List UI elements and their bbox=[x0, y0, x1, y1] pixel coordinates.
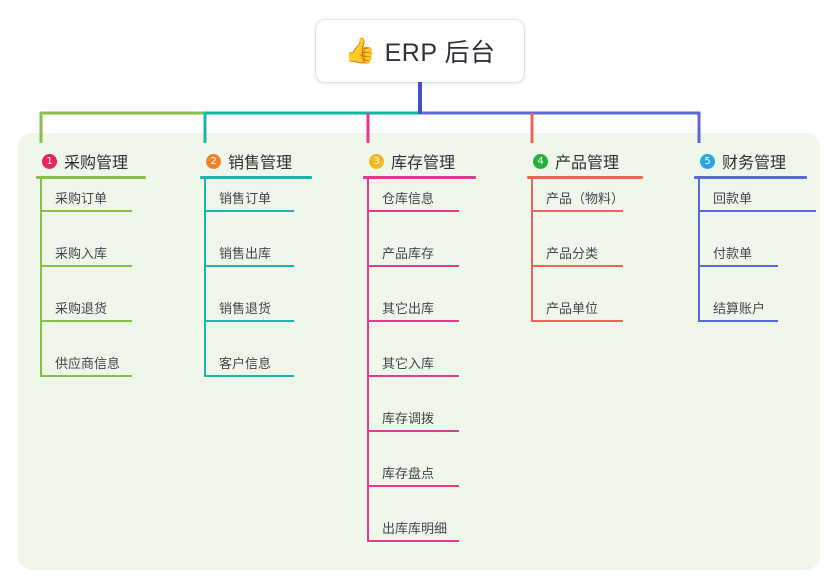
branch-vertical-stem bbox=[531, 179, 533, 322]
branch-title: 销售管理 bbox=[228, 155, 293, 172]
branch-header-rule bbox=[36, 176, 146, 179]
branch-header-5[interactable]: 5 财务管理 bbox=[694, 146, 786, 176]
branch-vertical-stem bbox=[40, 179, 42, 377]
leaf-label[interactable]: 采购入库 bbox=[55, 246, 108, 261]
leaf-rule bbox=[204, 210, 294, 212]
branch-title: 产品管理 bbox=[555, 155, 620, 172]
leaf-label[interactable]: 产品库存 bbox=[382, 246, 435, 261]
branch-title: 财务管理 bbox=[722, 155, 787, 172]
leaf-label[interactable]: 仓库信息 bbox=[382, 191, 435, 206]
leaf-rule bbox=[40, 265, 132, 267]
leaf-rule bbox=[40, 210, 132, 212]
root-title: ERP 后台 bbox=[384, 39, 496, 67]
leaf-label[interactable]: 产品单位 bbox=[546, 301, 599, 316]
leaf-label[interactable]: 销售退货 bbox=[219, 301, 272, 316]
thumbs-up-icon: 👍 bbox=[344, 36, 376, 65]
branch-header-rule bbox=[694, 176, 807, 179]
branch-vertical-stem bbox=[367, 179, 369, 542]
leaf-label[interactable]: 回款单 bbox=[713, 191, 753, 206]
leaf-label[interactable]: 产品分类 bbox=[546, 246, 599, 261]
leaf-label[interactable]: 库存调拨 bbox=[382, 411, 435, 426]
leaf-label[interactable]: 供应商信息 bbox=[55, 356, 121, 371]
leaf-rule bbox=[367, 320, 459, 322]
leaf-label[interactable]: 采购退货 bbox=[55, 301, 108, 316]
leaf-rule bbox=[367, 485, 459, 487]
branch-number-badge: 4 bbox=[533, 153, 548, 169]
branch-column-2: 2 销售管理销售订单销售出库销售退货客户信息 bbox=[200, 146, 312, 377]
branch-column-5: 5 财务管理回款单付款单结算账户 bbox=[694, 146, 816, 322]
leaf-rule bbox=[40, 375, 132, 377]
branch-header-4[interactable]: 4 产品管理 bbox=[527, 146, 619, 176]
leaf-label[interactable]: 出库库明细 bbox=[382, 521, 448, 536]
branch-vertical-stem bbox=[698, 179, 700, 322]
leaf-rule bbox=[531, 320, 623, 322]
leaf-rule bbox=[204, 320, 294, 322]
branch-panel bbox=[18, 133, 820, 570]
leaf-rule bbox=[367, 540, 459, 542]
branch-column-3: 3 库存管理仓库信息产品库存其它出库其它入库库存调拨库存盘点出库库明细 bbox=[363, 146, 476, 542]
leaf-label[interactable]: 其它出库 bbox=[382, 301, 435, 316]
leaf-rule bbox=[40, 320, 132, 322]
branch-number-badge: 5 bbox=[700, 153, 715, 169]
leaf-label[interactable]: 产品（物料） bbox=[546, 191, 625, 206]
leaf-rule bbox=[367, 375, 459, 377]
branch-column-1: 1 采购管理采购订单采购入库采购退货供应商信息 bbox=[36, 146, 146, 377]
leaf-rule bbox=[367, 430, 459, 432]
branch-header-rule bbox=[527, 176, 643, 179]
leaf-rule bbox=[698, 210, 816, 212]
branch-column-4: 4 产品管理产品（物料） 产品分类产品单位 bbox=[527, 146, 643, 322]
leaf-label[interactable]: 采购订单 bbox=[55, 191, 108, 206]
leaf-label[interactable]: 结算账户 bbox=[713, 301, 766, 316]
leaf-label[interactable]: 客户信息 bbox=[219, 356, 272, 371]
leaf-rule bbox=[531, 210, 623, 212]
leaf-rule bbox=[698, 320, 778, 322]
branch-header-2[interactable]: 2 销售管理 bbox=[200, 146, 292, 176]
leaf-label[interactable]: 销售出库 bbox=[219, 246, 272, 261]
leaf-label[interactable]: 销售订单 bbox=[219, 191, 272, 206]
root-node[interactable]: 👍 ERP 后台 bbox=[316, 20, 524, 82]
leaf-rule bbox=[367, 210, 459, 212]
branch-header-rule bbox=[363, 176, 476, 179]
branch-number-badge: 3 bbox=[369, 153, 384, 169]
branch-header-rule bbox=[200, 176, 312, 179]
branch-title: 库存管理 bbox=[391, 155, 456, 172]
leaf-rule bbox=[204, 265, 294, 267]
branch-header-3[interactable]: 3 库存管理 bbox=[363, 146, 455, 176]
branch-vertical-stem bbox=[204, 179, 206, 377]
leaf-rule bbox=[204, 375, 294, 377]
leaf-rule bbox=[367, 265, 459, 267]
branch-title: 采购管理 bbox=[64, 155, 129, 172]
leaf-rule bbox=[531, 265, 623, 267]
leaf-label[interactable]: 库存盘点 bbox=[382, 466, 435, 481]
branch-number-badge: 1 bbox=[42, 153, 57, 169]
leaf-label[interactable]: 其它入库 bbox=[382, 356, 435, 371]
branch-number-badge: 2 bbox=[206, 153, 221, 169]
branch-header-1[interactable]: 1 采购管理 bbox=[36, 146, 128, 176]
leaf-rule bbox=[698, 265, 778, 267]
leaf-label[interactable]: 付款单 bbox=[713, 246, 753, 261]
